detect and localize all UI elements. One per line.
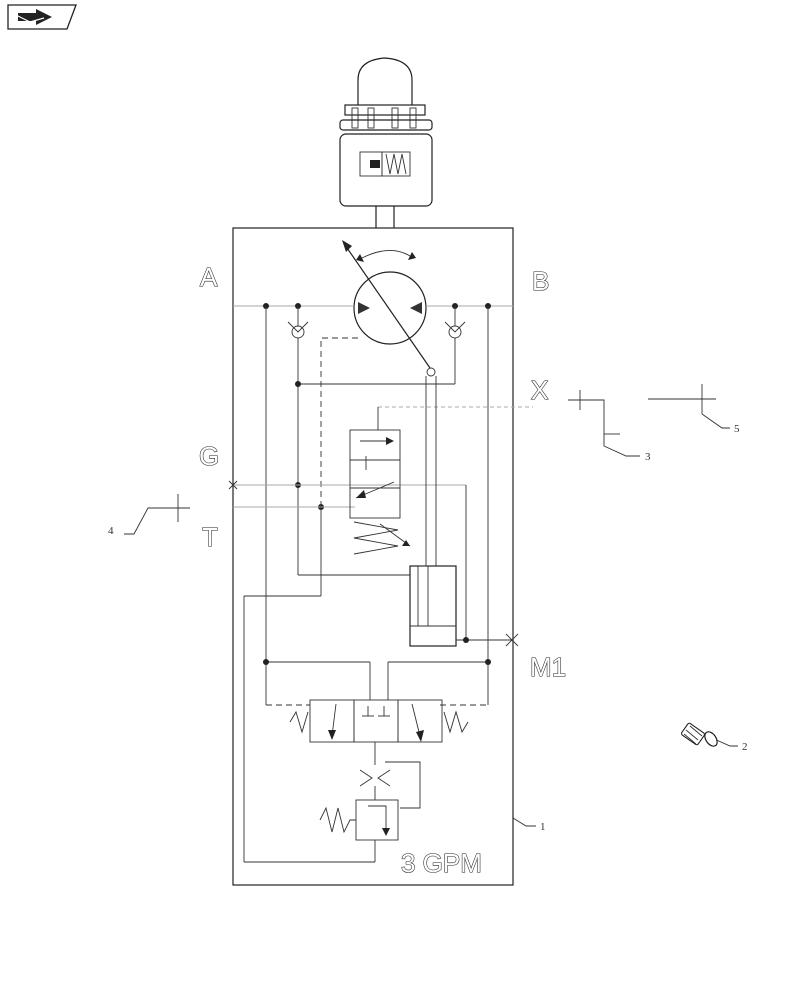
port-label-m1: M1 — [530, 652, 566, 682]
orifice-and-relief-valve — [319, 742, 421, 862]
callout-4: 4 — [108, 525, 114, 537]
plug-mark-m1 — [505, 633, 519, 647]
flow-rating-label: 3 GPM — [401, 848, 482, 878]
solenoid-actuator — [339, 57, 433, 228]
port-label-a: A — [200, 262, 218, 292]
port-label-g: G — [199, 441, 219, 471]
valve-body-outline — [232, 227, 514, 886]
port-label-x: X — [531, 375, 548, 405]
callout-3: 3 — [645, 451, 651, 463]
compensator-cylinder — [409, 565, 512, 647]
plug-mark-g — [228, 480, 238, 490]
proportional-control-valve — [349, 376, 437, 566]
callout-2: 2 — [742, 741, 748, 753]
next-page-arrow-icon[interactable] — [7, 4, 77, 30]
port-label-t: T — [202, 522, 218, 552]
check-valve-left — [287, 306, 309, 339]
screw-part-icon — [681, 722, 718, 747]
check-valve-right — [444, 306, 466, 339]
callout-leaders — [124, 384, 738, 827]
variable-pump-symbol — [342, 240, 436, 377]
callout-1: 1 — [540, 821, 546, 833]
directional-valve — [263, 659, 491, 743]
port-label-b: B — [532, 266, 549, 296]
callout-5: 5 — [734, 423, 740, 435]
